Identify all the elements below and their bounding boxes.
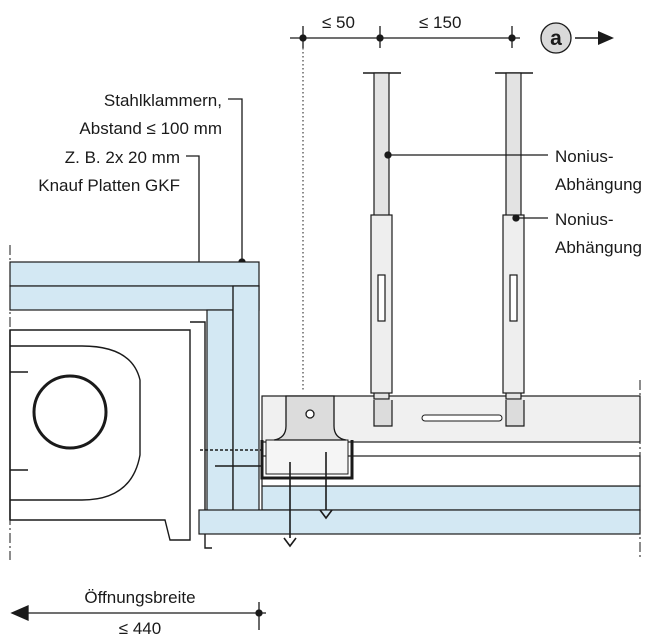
label-boards-2: Knauf Platten GKF (38, 176, 180, 195)
pipe-circle (32, 374, 108, 450)
board-enclosure (9, 261, 260, 513)
label-steel-clips-1: Stahlklammern, (104, 91, 222, 110)
arrow-left-icon (10, 605, 29, 621)
top-dimension-chain (290, 26, 520, 392)
dimension-opening-width-value: ≤ 440 (119, 619, 161, 638)
label-steel-clips-2: Abstand ≤ 100 mm (79, 119, 222, 138)
ceiling-bracket (273, 395, 347, 441)
arrow-right-icon (598, 31, 614, 45)
label-hanger-2b: Abhängung (555, 238, 642, 257)
bottom-dimension (10, 602, 266, 630)
detail-marker: a (540, 22, 614, 54)
panel-slot (421, 414, 503, 422)
dimension-opening-width-label: Öffnungsbreite (84, 588, 195, 607)
detail-marker-circle (540, 22, 572, 54)
lower-boards (198, 455, 641, 535)
label-boards-1: Z. B. 2x 20 mm (65, 148, 180, 167)
screws (200, 449, 333, 548)
label-hanger-2a: Nonius- (555, 210, 614, 229)
detail-marker-letter: a (550, 27, 562, 50)
hanger-2 (495, 72, 533, 427)
dimension-top-left: ≤ 50 (322, 13, 355, 32)
right-leader-lines (384, 151, 548, 222)
equipment-housing (9, 321, 212, 549)
label-hanger-1b: Abhängung (555, 175, 642, 194)
hanger-1 (363, 72, 401, 427)
dimension-top-right: ≤ 150 (419, 13, 461, 32)
label-hanger-1a: Nonius- (555, 147, 614, 166)
u-channel-profile (260, 439, 354, 480)
